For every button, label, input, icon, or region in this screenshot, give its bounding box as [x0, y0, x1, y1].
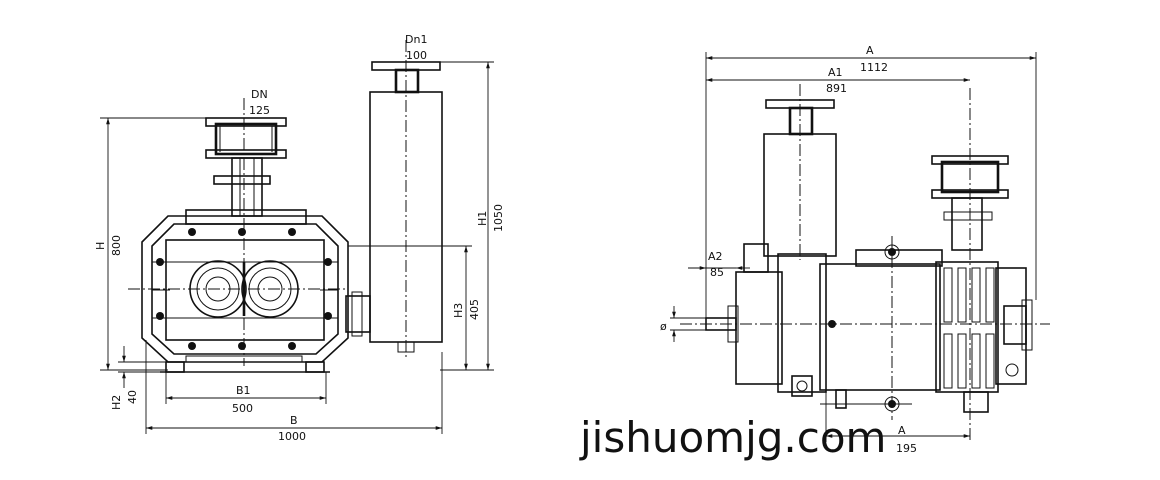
h2-label: H2: [110, 395, 123, 410]
inlet-flange: [205, 117, 287, 217]
cooling-fins: [935, 261, 999, 413]
h-label: H: [94, 242, 107, 250]
a3-value: 195: [896, 442, 917, 455]
b1-label: B1: [236, 384, 251, 397]
silencer: [345, 61, 443, 353]
b-label: B: [290, 414, 298, 427]
a-label: A: [866, 44, 874, 57]
a1-value: 891: [826, 82, 847, 95]
h1-value: 1050: [492, 204, 505, 232]
side-view: A 1112 A1 891 A2 85 ø A 195: [660, 44, 1050, 455]
front-view: Dn1 100 DN 125 H 800 H1 1050 H3 405 H2 4…: [94, 33, 505, 443]
watermark: jishuomjg.com: [579, 413, 886, 462]
phi-label: ø: [660, 320, 667, 333]
dn-label: DN: [251, 88, 268, 101]
h3-label: H3: [452, 303, 465, 318]
pump-body: [141, 209, 349, 373]
a1-label: A1: [828, 66, 843, 79]
b-value: 1000: [278, 430, 306, 443]
h-value: 800: [110, 235, 123, 256]
dn-value: 125: [249, 104, 270, 117]
dn1-value: 100: [406, 49, 427, 62]
h2-value: 40: [126, 390, 139, 404]
b1-value: 500: [232, 402, 253, 415]
a2-label: A2: [708, 250, 723, 263]
h1-label: H1: [476, 211, 489, 226]
h3-value: 405: [468, 299, 481, 320]
dn1-label: Dn1: [405, 33, 427, 46]
a-value: 1112: [860, 61, 888, 74]
a3-label: A: [898, 424, 906, 437]
a2-value: 85: [710, 266, 724, 279]
